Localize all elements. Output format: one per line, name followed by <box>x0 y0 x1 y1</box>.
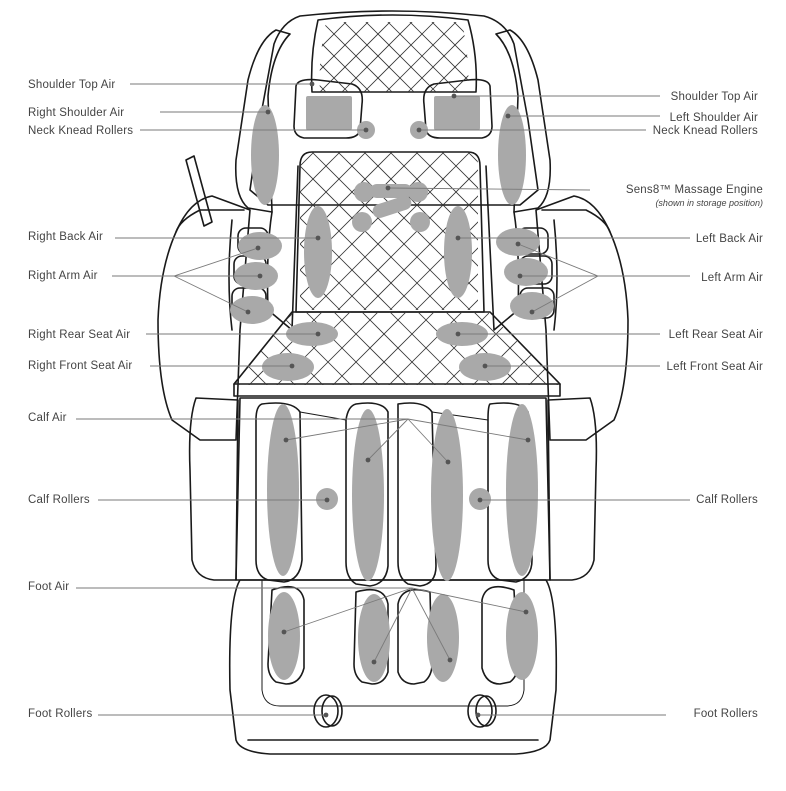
label-shoulder-top-air-left: Shoulder Top Air <box>671 91 758 103</box>
label-neck-knead-rollers-left: Neck Knead Rollers <box>653 125 758 137</box>
label-shoulder-top-air-right: Shoulder Top Air <box>28 79 115 91</box>
label-left-shoulder-air: Left Shoulder Air <box>670 112 758 124</box>
leader-lines <box>76 83 690 716</box>
label-left-arm-air: Left Arm Air <box>701 272 763 284</box>
calf-air-zone-2 <box>352 409 384 581</box>
label-right-arm-air: Right Arm Air <box>28 270 98 282</box>
shoulder-top-air-zone-right <box>306 96 352 130</box>
chair-outline <box>157 10 629 755</box>
label-sens8-note: (shown in storage position) <box>655 198 763 208</box>
label-right-back-air: Right Back Air <box>28 231 103 243</box>
right-front-seat-air-zone <box>262 353 314 381</box>
shoulder-top-air-zone-left <box>434 96 480 130</box>
foot-air-zone-1 <box>268 592 300 680</box>
left-arm-air-zone-2 <box>504 258 548 286</box>
right-arm-air-zone-1 <box>238 232 282 260</box>
left-arm-air-zone-3 <box>510 292 554 320</box>
right-arm-air-zone-3 <box>230 296 274 324</box>
sens8-engine-zone <box>352 182 430 232</box>
labels: Shoulder Top Air Right Shoulder Air Neck… <box>28 79 763 720</box>
label-neck-knead-rollers-right: Neck Knead Rollers <box>28 125 133 137</box>
left-shoulder-air-zone <box>498 105 526 205</box>
foot-air-zone-4 <box>506 592 538 680</box>
foot-air-zone-2 <box>358 594 390 682</box>
calf-air-zone-4 <box>506 404 538 576</box>
label-calf-air: Calf Air <box>28 412 67 424</box>
label-foot-rollers-left: Foot Rollers <box>694 708 758 720</box>
label-foot-rollers-right: Foot Rollers <box>28 708 92 720</box>
right-shoulder-air-zone <box>251 105 279 205</box>
target-dots <box>245 81 535 718</box>
label-calf-rollers-right: Calf Rollers <box>28 494 90 506</box>
massage-zones <box>230 96 554 682</box>
label-right-shoulder-air: Right Shoulder Air <box>28 107 124 119</box>
label-sens8-engine: Sens8™ Massage Engine <box>626 184 763 196</box>
left-back-air-zone <box>444 206 472 298</box>
label-left-back-air: Left Back Air <box>696 233 763 245</box>
calf-air-zone-3 <box>431 409 463 581</box>
label-right-front-seat-air: Right Front Seat Air <box>28 360 132 372</box>
label-right-rear-seat-air: Right Rear Seat Air <box>28 329 130 341</box>
label-foot-air: Foot Air <box>28 581 69 593</box>
label-left-rear-seat-air: Left Rear Seat Air <box>669 329 763 341</box>
foot-air-zone-3 <box>427 594 459 682</box>
label-left-front-seat-air: Left Front Seat Air <box>667 361 764 373</box>
calf-air-zone-1 <box>267 404 299 576</box>
right-back-air-zone <box>304 206 332 298</box>
label-calf-rollers-left: Calf Rollers <box>696 494 758 506</box>
